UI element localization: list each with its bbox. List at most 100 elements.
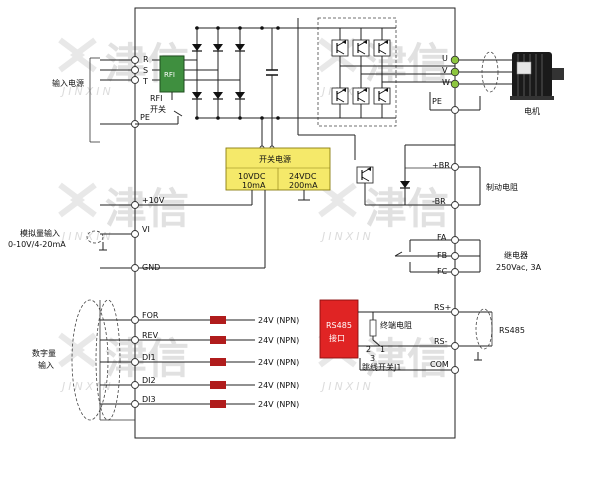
rs485-section: RS485 接口 终端电阻 2 1 3 跳线开关J1 RS+ RS- COM R… [319, 299, 525, 374]
rs-minus-label: RS- [434, 337, 448, 346]
di-1-label: DI1 [142, 353, 156, 362]
watermark-subtext: JINXIN [60, 380, 114, 393]
resistor [210, 400, 226, 408]
rs485-block-line2: 接口 [329, 333, 345, 343]
watermark-subtext: JINXIN [60, 85, 114, 98]
watermark-text: 津信 [365, 184, 449, 233]
analog-input-line2: 0-10V/4-20mA [8, 240, 66, 249]
plus10-label: +10V [142, 196, 165, 205]
rectifier-bridge [191, 26, 298, 151]
psu-left-current: 10mA [242, 181, 266, 190]
terminal-label-r: R [143, 55, 149, 64]
psu-title: 开关电源 [259, 154, 291, 164]
psu-left-voltage: 10VDC [238, 172, 266, 181]
di-for-label: FOR [142, 311, 159, 320]
motor-nameplate [516, 61, 532, 75]
terminal-fa [451, 236, 459, 244]
rfi-switch-sub: 开关 [150, 104, 166, 114]
terminal-rev [131, 336, 139, 344]
relay-rating: 250Vac, 3A [496, 263, 542, 272]
digital-inputs: 数字量 输入 FOR REV DI1 DI2 DI3 24V (NPN [32, 299, 299, 421]
motor-output: U V W PE 电机 [429, 51, 564, 116]
terminal-t [131, 76, 139, 84]
di-rating: 24V (NPN) [258, 400, 299, 409]
terminal-gnd [131, 264, 139, 272]
watermark-subtext: JINXIN [320, 380, 374, 393]
jumper-pin1: 1 [380, 345, 385, 354]
power-input-section: 输入电源 R S T PE [52, 55, 183, 143]
motor-label: 电机 [524, 106, 540, 116]
di-rating: 24V (NPN) [258, 336, 299, 345]
analog-terminals: +10V VI GND 模拟量输入 0-10V/4-20mA [8, 196, 266, 272]
di-rating: 24V (NPN) [258, 358, 299, 367]
terminal-di3 [131, 400, 139, 408]
terminal-minus-br [451, 201, 459, 209]
rs485-block [319, 299, 359, 359]
terminal-fc [451, 268, 459, 276]
rfi-label: RFI [164, 71, 175, 79]
terminal-rs-plus [451, 308, 459, 316]
di-3-label: DI3 [142, 395, 156, 404]
terminator-label: 终端电阻 [380, 320, 412, 330]
brake-resistor-label: 制动电阻 [486, 182, 518, 192]
resistor [210, 336, 226, 344]
watermark-subtext: JINXIN [320, 230, 374, 243]
rfi-switch-label: RFI [150, 94, 163, 103]
motor-shaft [552, 68, 564, 80]
rs485-external-label: RS485 [499, 326, 525, 335]
di-2-label: DI2 [142, 376, 156, 385]
rs-plus-label: RS+ [434, 303, 451, 312]
di-rev-label: REV [142, 331, 159, 340]
resistor [210, 381, 226, 389]
terminal-r [131, 56, 139, 64]
digital-input-line2: 输入 [38, 360, 54, 370]
terminal-di1 [131, 358, 139, 366]
digital-input-line1: 数字量 [32, 348, 56, 358]
relay-label: 继电器 [504, 250, 528, 260]
drive-enclosure [134, 7, 456, 439]
jumper-pin3: 3 [370, 354, 375, 363]
terminal-for [131, 316, 139, 324]
brake-minus-label: -BR [432, 197, 446, 206]
terminal-di2 [131, 381, 139, 389]
terminal-rs-minus [451, 342, 459, 350]
terminal-fb [451, 252, 459, 260]
di-rating: 24V (NPN) [258, 316, 299, 325]
watermark-text: 津信 [105, 184, 189, 233]
terminal-label-pe: PE [140, 113, 150, 122]
analog-input-line1: 模拟量输入 [20, 228, 60, 238]
terminal-pe-output [451, 106, 459, 114]
terminal-s [131, 66, 139, 74]
out-v-label: V [442, 66, 448, 75]
out-pe-label: PE [432, 97, 442, 106]
terminal-w [450, 79, 460, 89]
brake-chopper: +BR -BR 制动电阻 [297, 118, 518, 209]
resistor [210, 316, 226, 324]
jumper-label: 跳线开关J1 [362, 362, 401, 372]
terminal-vi [131, 230, 139, 238]
relay-output: FA FB FC 继电器 250Vac, 3A [394, 233, 542, 276]
vi-label: VI [142, 225, 150, 234]
power-input-label: 输入电源 [52, 78, 84, 88]
terminal-label-s: S [143, 66, 148, 75]
di-rating: 24V (NPN) [258, 381, 299, 390]
terminal-com [451, 366, 459, 374]
inverter-bridge [297, 17, 455, 127]
relay-fa-label: FA [437, 233, 447, 242]
out-w-label: W [442, 78, 450, 87]
rfi-filter: RFI RFI 开关 [150, 55, 195, 114]
resistor [210, 358, 226, 366]
rs485-block-line1: RS485 [326, 321, 352, 330]
watermark: 津信 JINXIN 津信 JINXIN 津信 JINXIN 津信 JINXIN … [58, 37, 449, 393]
terminal-v [450, 67, 460, 77]
terminal-plus-br [451, 163, 459, 171]
out-u-label: U [442, 54, 448, 63]
watermark-text: 津信 [365, 334, 449, 383]
psu-right-voltage: 24VDC [289, 172, 317, 181]
terminal-label-t: T [142, 77, 148, 86]
power-supply-block: 开关电源 10VDC 10mA 24VDC 200mA [135, 147, 331, 240]
jumper-pin2: 2 [366, 345, 371, 354]
watermark-subtext: JINXIN [60, 230, 114, 243]
terminal-plus10 [131, 201, 139, 209]
